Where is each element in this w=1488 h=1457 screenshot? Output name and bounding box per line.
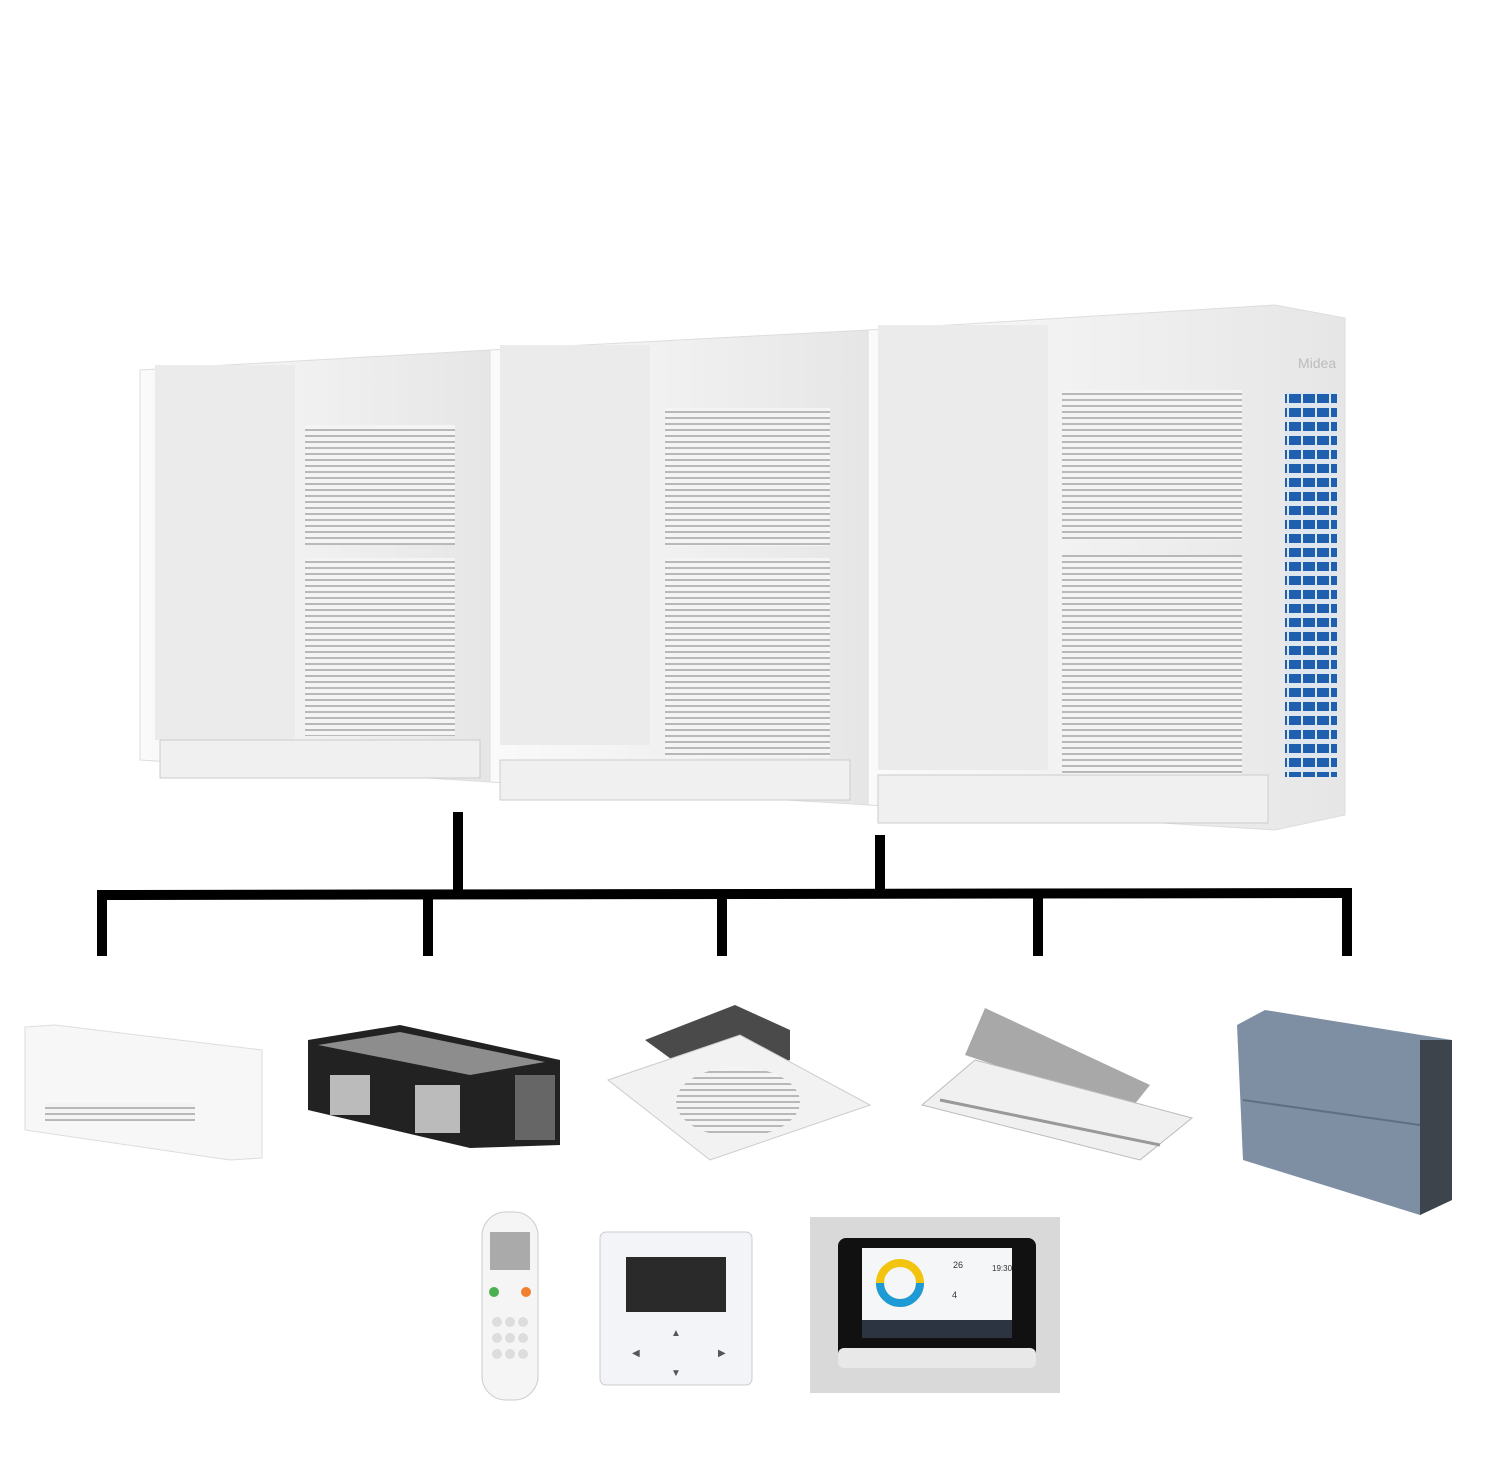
- wired-controller: ▲ ◀ ▶ ▼: [599, 1231, 753, 1386]
- concealed-floor-indoor-unit: [1237, 1010, 1452, 1215]
- touch-screen-central-controller: 19:30 26 4: [810, 1217, 1060, 1393]
- touch-panel-count: 4: [952, 1290, 957, 1300]
- outdoor-unit-module-3: Midea: [867, 304, 1346, 831]
- heat-exchanger-coil: [1285, 392, 1337, 777]
- touch-panel-clock: 19:30: [992, 1264, 1013, 1273]
- ducted-indoor-unit: [308, 1025, 560, 1148]
- touch-panel-set-temp: 26: [953, 1260, 963, 1270]
- four-way-cassette-indoor-unit: [606, 1005, 872, 1161]
- outdoor-unit-module-2: [489, 329, 869, 806]
- svg-text:▲: ▲: [671, 1328, 681, 1339]
- floor-console-indoor-unit: [24, 1024, 263, 1161]
- brand-logo: Midea: [1298, 355, 1336, 371]
- two-way-cassette-indoor-unit: [920, 1008, 1194, 1161]
- svg-text:▶: ▶: [718, 1348, 726, 1359]
- wireless-remote-controller: [481, 1211, 539, 1401]
- refrigerant-piping: [96, 812, 1353, 956]
- svg-text:▼: ▼: [671, 1368, 681, 1379]
- svg-text:◀: ◀: [632, 1348, 640, 1359]
- outdoor-unit-module-1: [139, 349, 491, 783]
